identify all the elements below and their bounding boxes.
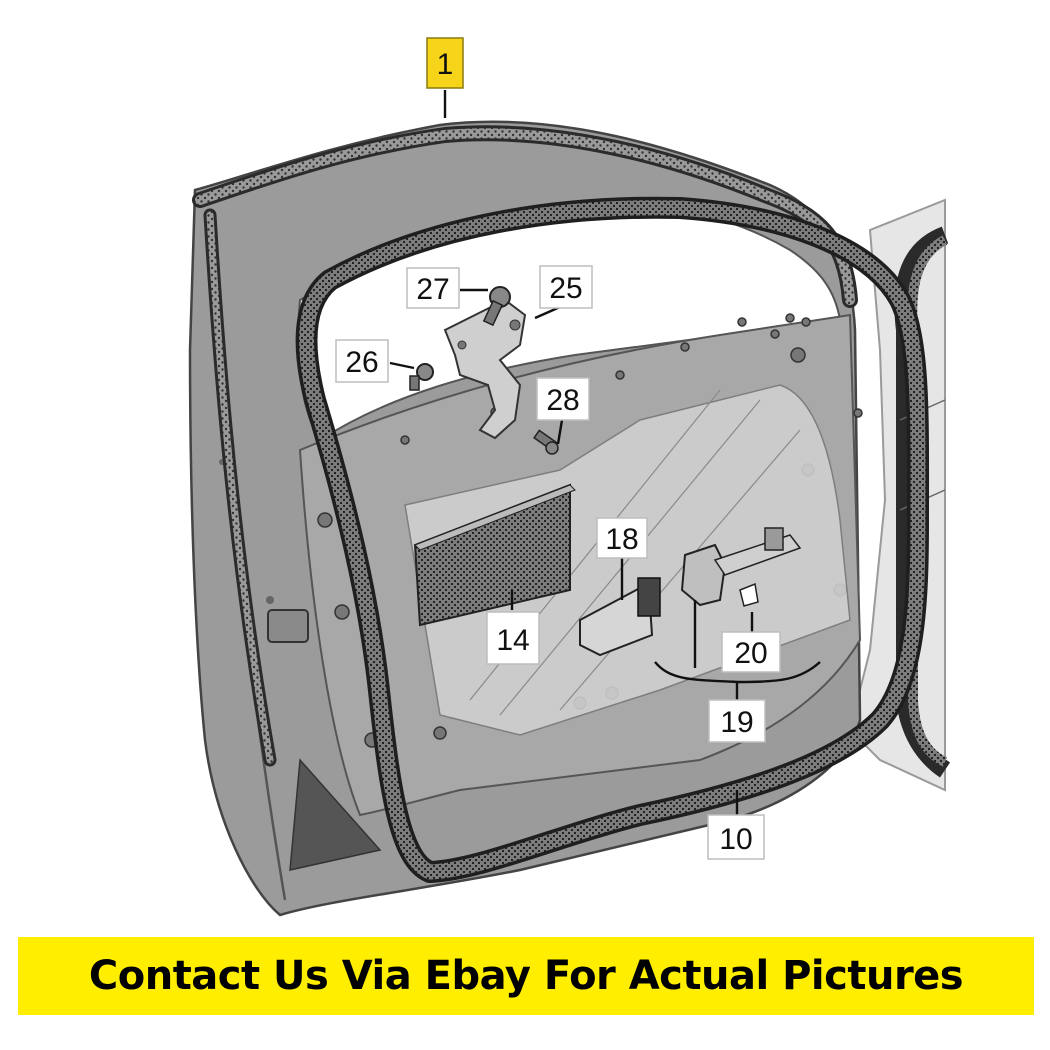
svg-text:20: 20 <box>734 637 767 670</box>
leader-lines <box>389 90 821 815</box>
svg-text:18: 18 <box>605 523 638 556</box>
callout-28: 28 <box>536 377 590 421</box>
callout-26: 26 <box>335 339 389 383</box>
contact-banner-text: Contact Us Via Ebay For Actual Pictures <box>88 953 964 999</box>
svg-text:25: 25 <box>549 272 582 305</box>
callout-1: 1 <box>426 37 464 89</box>
callout-20: 20 <box>721 631 781 673</box>
bolt-26 <box>409 363 434 391</box>
door-exploded-diagram: 1 27 25 26 28 18 14 20 19 10 <box>188 37 951 917</box>
bolt-28 <box>533 429 559 455</box>
callout-27: 27 <box>406 267 460 309</box>
mounting-bracket <box>443 298 527 440</box>
sound-insulation-pad <box>413 483 576 627</box>
svg-text:1: 1 <box>437 48 454 81</box>
svg-text:10: 10 <box>719 823 752 856</box>
svg-text:28: 28 <box>546 384 579 417</box>
callout-18: 18 <box>596 517 648 559</box>
svg-text:27: 27 <box>416 273 449 306</box>
callout-10: 10 <box>707 814 765 860</box>
bolt-27 <box>482 286 511 327</box>
svg-text:26: 26 <box>345 346 378 379</box>
svg-text:14: 14 <box>496 624 529 657</box>
door-check-strap <box>579 527 802 657</box>
callout-19: 19 <box>708 699 766 743</box>
contact-banner: Contact Us Via Ebay For Actual Pictures <box>18 937 1034 1015</box>
svg-text:19: 19 <box>720 706 753 739</box>
callout-25: 25 <box>539 265 593 309</box>
callout-14: 14 <box>486 611 540 665</box>
